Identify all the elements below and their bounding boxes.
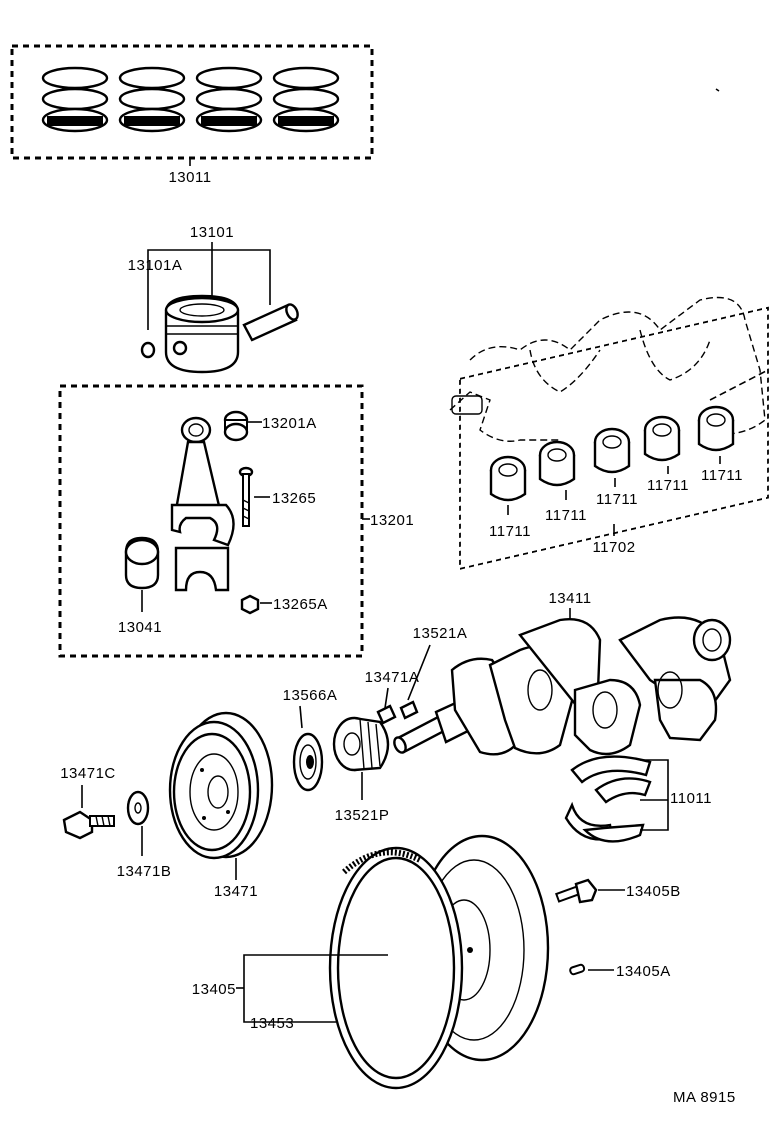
- main-bearing-5: [697, 405, 735, 452]
- label-11711-2: 11711: [545, 507, 587, 524]
- pulley-bolt-group: 13471C 13471B: [60, 765, 171, 880]
- piston-ring-stack-4: [272, 66, 340, 133]
- rod-nut: [240, 594, 260, 615]
- pulley-washer: [126, 790, 150, 826]
- label-11011: 11011: [670, 790, 712, 807]
- label-11711-1: 11711: [489, 523, 531, 540]
- connecting-rod: [170, 416, 235, 547]
- snap-ring: [140, 341, 156, 359]
- label-13101: 13101: [190, 224, 234, 241]
- label-11711-3: 11711: [596, 491, 638, 508]
- piston-ring-stack-1: [41, 66, 109, 133]
- thrust-washer-upper: [570, 755, 652, 804]
- label-13566A: 13566A: [283, 687, 338, 704]
- crankshaft: [393, 616, 732, 756]
- label-11711-4: 11711: [647, 477, 689, 494]
- main-bearing-1: [489, 455, 527, 502]
- crankshaft-timing-gear: [332, 716, 390, 772]
- connecting-rod-group: 13201A 13265 13041 13265A 13201: [58, 384, 414, 658]
- label-13101A: 13101A: [128, 257, 183, 274]
- label-13405B: 13405B: [626, 883, 681, 900]
- label-13471C: 13471C: [60, 765, 116, 782]
- label-13201A: 13201A: [262, 415, 317, 432]
- label-13405: 13405: [192, 981, 236, 998]
- timing-gear-group: 13521A 13471A 13521P: [332, 625, 468, 824]
- label-13405A: 13405A: [616, 963, 671, 980]
- piston-pin: [242, 303, 299, 342]
- label-13471A: 13471A: [365, 669, 420, 686]
- crank-key-b: [399, 700, 419, 720]
- label-13265A: 13265A: [273, 596, 328, 613]
- piston: [164, 294, 240, 374]
- label-11711-5: 11711: [701, 467, 743, 484]
- flywheel-group: 13405 13453: [192, 834, 550, 1090]
- main-bearing-3: [593, 427, 631, 474]
- crankshaft-ghost-outline: [449, 296, 769, 442]
- rod-bushing: [223, 410, 249, 442]
- rod-bearing: [124, 536, 160, 590]
- label-13521A: 13521A: [413, 625, 468, 642]
- label-13471B: 13471B: [117, 863, 172, 880]
- label-13471: 13471: [214, 883, 258, 900]
- label-13041: 13041: [118, 619, 162, 636]
- crank-key-a: [376, 704, 397, 725]
- main-bearing-2: [538, 440, 576, 487]
- thrust-washer-lower: [564, 801, 645, 843]
- rod-cap: [174, 546, 230, 592]
- piston-ring-set-group: 13011: [10, 44, 374, 186]
- piston-group: 13101 13101A: [128, 224, 299, 374]
- label-13201: 13201: [370, 512, 414, 529]
- label-13265: 13265: [272, 490, 316, 507]
- ring-set-dashed-box: [10, 44, 374, 160]
- label-13411: 13411: [548, 590, 591, 607]
- stray-mark: [715, 88, 720, 92]
- dowel-pin: [569, 963, 586, 976]
- thrust-washer-group: 11011: [564, 755, 712, 843]
- main-bearing-4: [643, 415, 681, 462]
- oil-slinger: [292, 732, 324, 792]
- label-13521P: 13521P: [335, 807, 390, 824]
- rod-bolt: [238, 466, 254, 527]
- piston-ring-stack-2: [118, 66, 186, 133]
- piston-ring-stack-3: [195, 66, 263, 133]
- pulley-bolt: [62, 810, 115, 840]
- label-13453: 13453: [250, 1015, 294, 1032]
- label-11702: 11702: [592, 539, 635, 556]
- label-13011: 13011: [168, 169, 211, 186]
- pulley-group: 13566A 13471: [168, 687, 338, 900]
- crankshaft-pulley: [168, 711, 274, 860]
- flywheel-bolt: [555, 878, 598, 904]
- diagram-code: MA 8915: [673, 1089, 736, 1106]
- crankshaft-group: 13411: [393, 590, 732, 756]
- flywheel-fastener-group: 13405B 13405A: [555, 878, 681, 980]
- ring-gear: [328, 846, 464, 1090]
- main-bearing-group: 11711 11711 11711 11711 11711 11702: [449, 296, 769, 570]
